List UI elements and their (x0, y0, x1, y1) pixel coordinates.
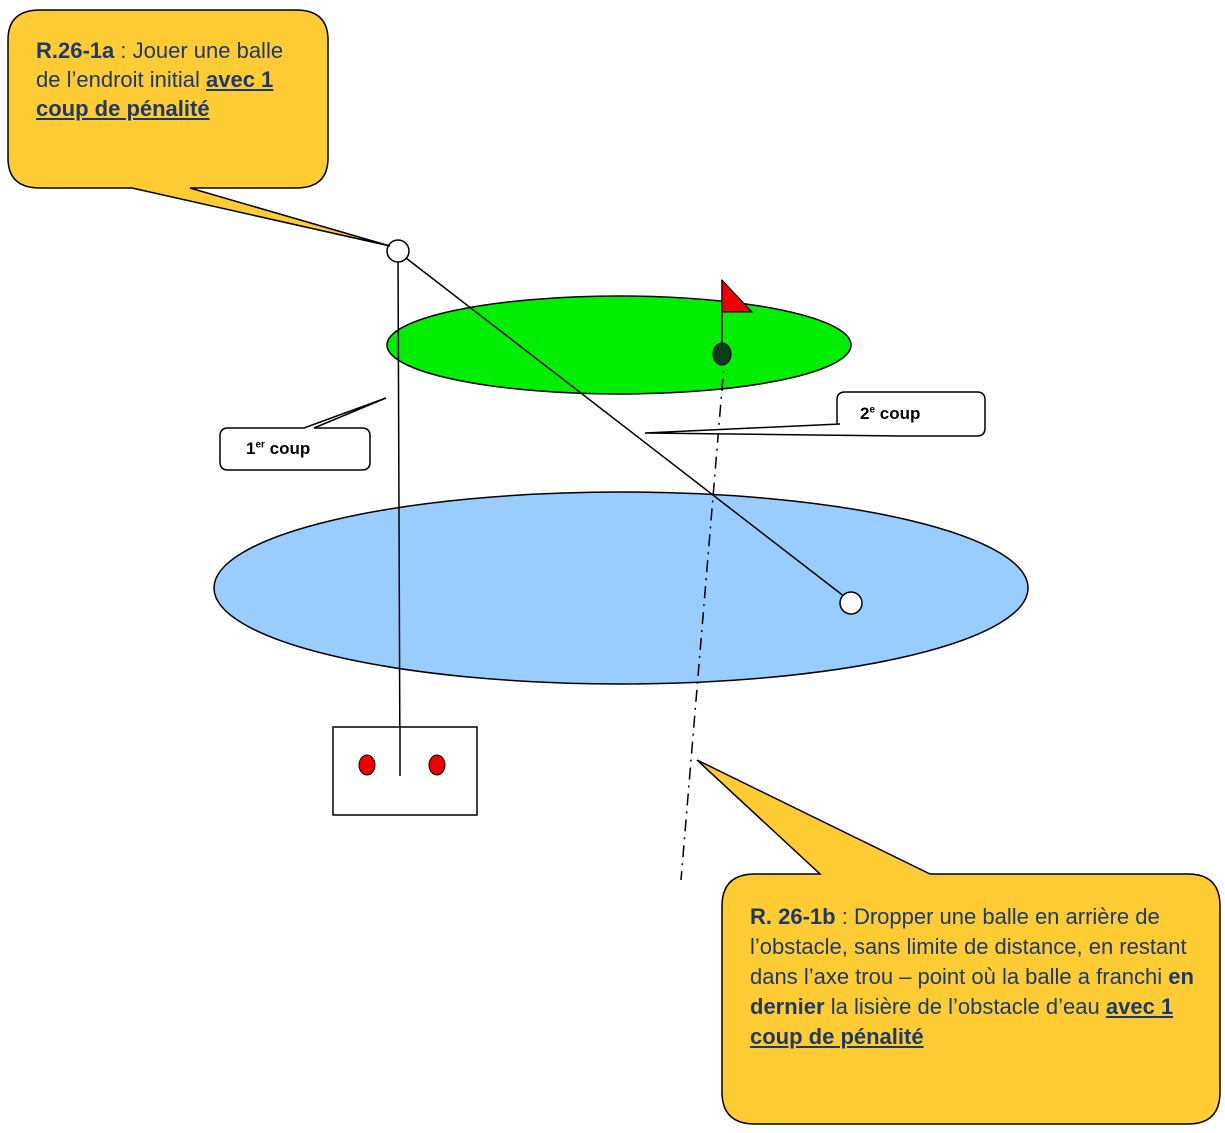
putting-green (386, 295, 852, 395)
callout-b-emphasis: avec 1 coup de pénalité (750, 994, 1174, 1049)
hole (712, 342, 732, 366)
callout-b-body-1: Dropper une balle en arrière de l’obstac… (750, 904, 1187, 989)
first-shot-label: 1er coup (246, 439, 310, 459)
callout-b-rule: R. 26-1b (750, 904, 836, 929)
second-shot-label-num: 2 (860, 404, 870, 423)
callout-a-text: R.26-1a : Jouer une balle de l’endroit i… (36, 36, 306, 123)
callout-a-shape (7, 9, 391, 247)
drop-axis-line (680, 352, 726, 881)
second-shot-line (405, 257, 846, 598)
second-shot-label-sup: e (869, 404, 876, 416)
callout-b-text: R. 26-1b : Dropper une balle en arrière … (750, 902, 1200, 1052)
water-hazard (213, 491, 1029, 685)
second-shot-label-box (644, 391, 986, 437)
callout-b-separator: : (835, 904, 854, 929)
callout-b-shape (696, 759, 1221, 1125)
tee-marker-left (358, 754, 376, 776)
first-shot-label-num: 1 (246, 439, 256, 458)
ball-in-water (839, 591, 863, 615)
first-shot-line (397, 252, 401, 777)
tee-box (332, 726, 478, 816)
first-shot-label-sup: er (255, 439, 265, 451)
tee-marker-right (428, 754, 446, 776)
callout-b-bold: en dernier (750, 964, 1194, 1019)
flag-icon (721, 278, 754, 313)
callout-b-body-2: la lisière de l’obstacle d’eau (824, 994, 1106, 1019)
original-ball-position (386, 239, 410, 263)
callout-a-rule: R.26-1a (36, 38, 115, 63)
first-shot-label-word: coup (264, 439, 311, 458)
second-shot-label-word: coup (875, 404, 921, 423)
first-shot-label-box (219, 397, 387, 471)
callout-a-separator: : (114, 38, 133, 63)
callout-a-emphasis: avec 1 coup de pénalité (36, 67, 274, 121)
second-shot-label: 2e coup (860, 404, 920, 424)
callout-a-body: Jouer une balle de l’endroit initial (36, 38, 284, 92)
